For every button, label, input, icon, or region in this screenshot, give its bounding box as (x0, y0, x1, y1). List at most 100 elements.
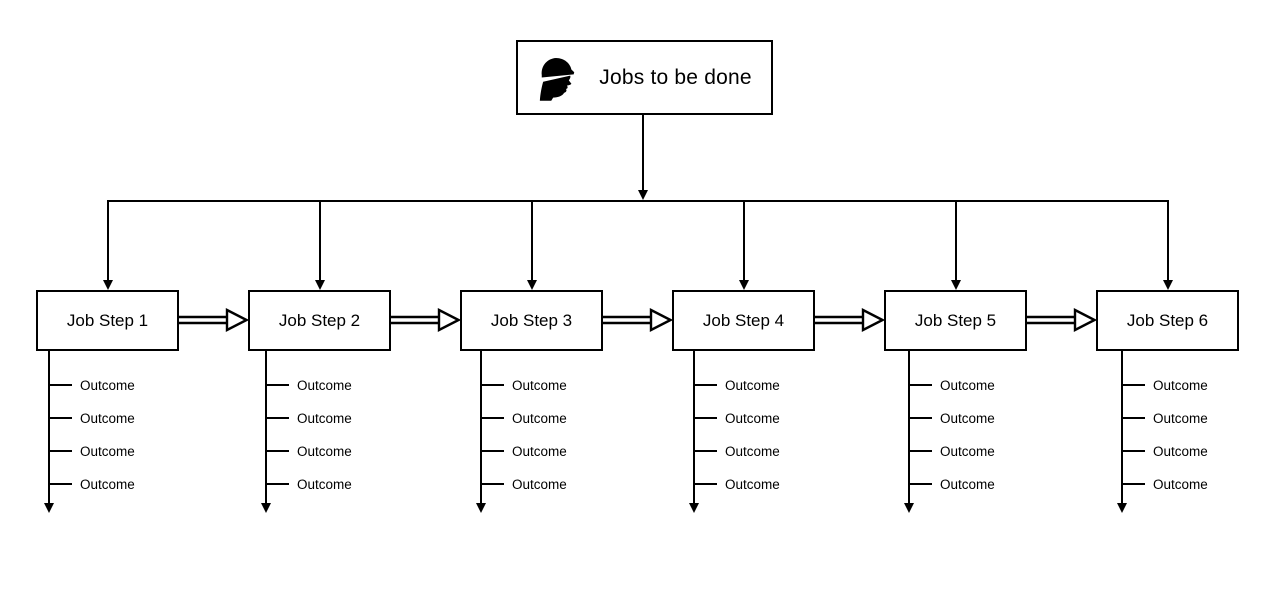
outcome-item: Outcome (265, 409, 352, 427)
outcome-item: Outcome (265, 442, 352, 460)
outcome-item: Outcome (265, 376, 352, 394)
outcome-tick (48, 483, 72, 485)
outcome-label: Outcome (80, 410, 135, 426)
outcome-tick (480, 483, 504, 485)
outcome-spine-line (265, 351, 267, 503)
drop-arrowhead-step-6-icon (1162, 280, 1173, 290)
job-step-box-3: Job Step 3 (460, 290, 603, 351)
outcome-label: Outcome (725, 476, 780, 492)
outcome-spine-line (693, 351, 695, 503)
outcome-item: Outcome (1121, 409, 1208, 427)
outcome-label: Outcome (1153, 476, 1208, 492)
outcome-spine-line (480, 351, 482, 503)
construction-worker-icon (537, 55, 575, 101)
drop-arrowhead-step-2-icon (314, 280, 325, 290)
outcome-list-5: Outcome Outcome Outcome Outcome (904, 351, 1038, 526)
outcome-spine-line (48, 351, 50, 503)
outcome-item: Outcome (480, 376, 567, 394)
outcome-label: Outcome (297, 476, 352, 492)
outcome-label: Outcome (725, 410, 780, 426)
outcome-label: Outcome (940, 443, 995, 459)
outcome-tick (1121, 450, 1145, 452)
outcome-label: Outcome (297, 410, 352, 426)
outcome-item: Outcome (1121, 475, 1208, 493)
outcome-spine-arrowhead-icon (1117, 503, 1127, 513)
job-step-label-2: Job Step 2 (278, 310, 361, 330)
root-connector-arrowhead-icon (638, 190, 648, 200)
outcome-item: Outcome (908, 442, 995, 460)
job-step-box-2: Job Step 2 (248, 290, 391, 351)
step-flow-arrow-2-icon (391, 308, 460, 332)
outcome-tick (693, 417, 717, 419)
outcome-tick (480, 450, 504, 452)
outcome-label: Outcome (1153, 443, 1208, 459)
outcome-item: Outcome (480, 442, 567, 460)
drop-line-step-2 (318, 201, 321, 283)
outcome-spine-line (1121, 351, 1123, 503)
job-step-label-4: Job Step 4 (702, 310, 785, 330)
outcome-tick (693, 450, 717, 452)
outcome-item: Outcome (693, 475, 780, 493)
outcome-label: Outcome (512, 377, 567, 393)
step-flow-arrow-5-icon (1027, 308, 1096, 332)
outcome-tick (1121, 384, 1145, 386)
outcome-item: Outcome (48, 475, 135, 493)
step-flow-arrow-1-icon (179, 308, 248, 332)
job-step-label-6: Job Step 6 (1126, 310, 1209, 330)
outcome-tick (693, 483, 717, 485)
outcome-list-4: Outcome Outcome Outcome Outcome (689, 351, 823, 526)
outcome-spine-arrowhead-icon (44, 503, 54, 513)
outcome-item: Outcome (265, 475, 352, 493)
outcome-tick (908, 483, 932, 485)
job-step-label-3: Job Step 3 (490, 310, 573, 330)
outcome-item: Outcome (1121, 376, 1208, 394)
job-step-box-1: Job Step 1 (36, 290, 179, 351)
job-step-label-1: Job Step 1 (66, 310, 149, 330)
drop-line-step-4 (742, 201, 745, 283)
drop-line-step-1 (106, 201, 109, 283)
outcome-tick (1121, 417, 1145, 419)
outcome-list-3: Outcome Outcome Outcome Outcome (476, 351, 610, 526)
drop-arrowhead-step-3-icon (526, 280, 537, 290)
outcome-item: Outcome (908, 376, 995, 394)
job-step-box-4: Job Step 4 (672, 290, 815, 351)
drop-arrowhead-step-5-icon (950, 280, 961, 290)
outcome-label: Outcome (80, 476, 135, 492)
outcome-label: Outcome (512, 476, 567, 492)
outcome-tick (908, 417, 932, 419)
outcome-item: Outcome (480, 475, 567, 493)
outcome-label: Outcome (940, 410, 995, 426)
outcome-item: Outcome (48, 409, 135, 427)
outcome-spine-arrowhead-icon (689, 503, 699, 513)
outcome-item: Outcome (1121, 442, 1208, 460)
outcome-tick (265, 483, 289, 485)
outcome-item: Outcome (693, 376, 780, 394)
outcome-tick (693, 384, 717, 386)
outcome-tick (908, 384, 932, 386)
outcome-tick (48, 417, 72, 419)
outcome-tick (265, 450, 289, 452)
job-step-box-6: Job Step 6 (1096, 290, 1239, 351)
outcome-label: Outcome (297, 377, 352, 393)
step-flow-arrow-3-icon (603, 308, 672, 332)
outcome-item: Outcome (908, 409, 995, 427)
outcome-label: Outcome (725, 377, 780, 393)
outcome-item: Outcome (48, 442, 135, 460)
outcome-tick (48, 450, 72, 452)
outcome-tick (265, 384, 289, 386)
outcome-label: Outcome (297, 443, 352, 459)
outcome-label: Outcome (80, 377, 135, 393)
outcome-list-6: Outcome Outcome Outcome Outcome (1117, 351, 1251, 526)
outcome-tick (480, 384, 504, 386)
outcome-spine-arrowhead-icon (904, 503, 914, 513)
outcome-tick (1121, 483, 1145, 485)
outcome-item: Outcome (48, 376, 135, 394)
outcome-item: Outcome (693, 442, 780, 460)
outcome-label: Outcome (1153, 410, 1208, 426)
outcome-tick (480, 417, 504, 419)
outcome-label: Outcome (725, 443, 780, 459)
root-connector-line (642, 115, 644, 193)
outcome-label: Outcome (80, 443, 135, 459)
outcome-label: Outcome (512, 410, 567, 426)
